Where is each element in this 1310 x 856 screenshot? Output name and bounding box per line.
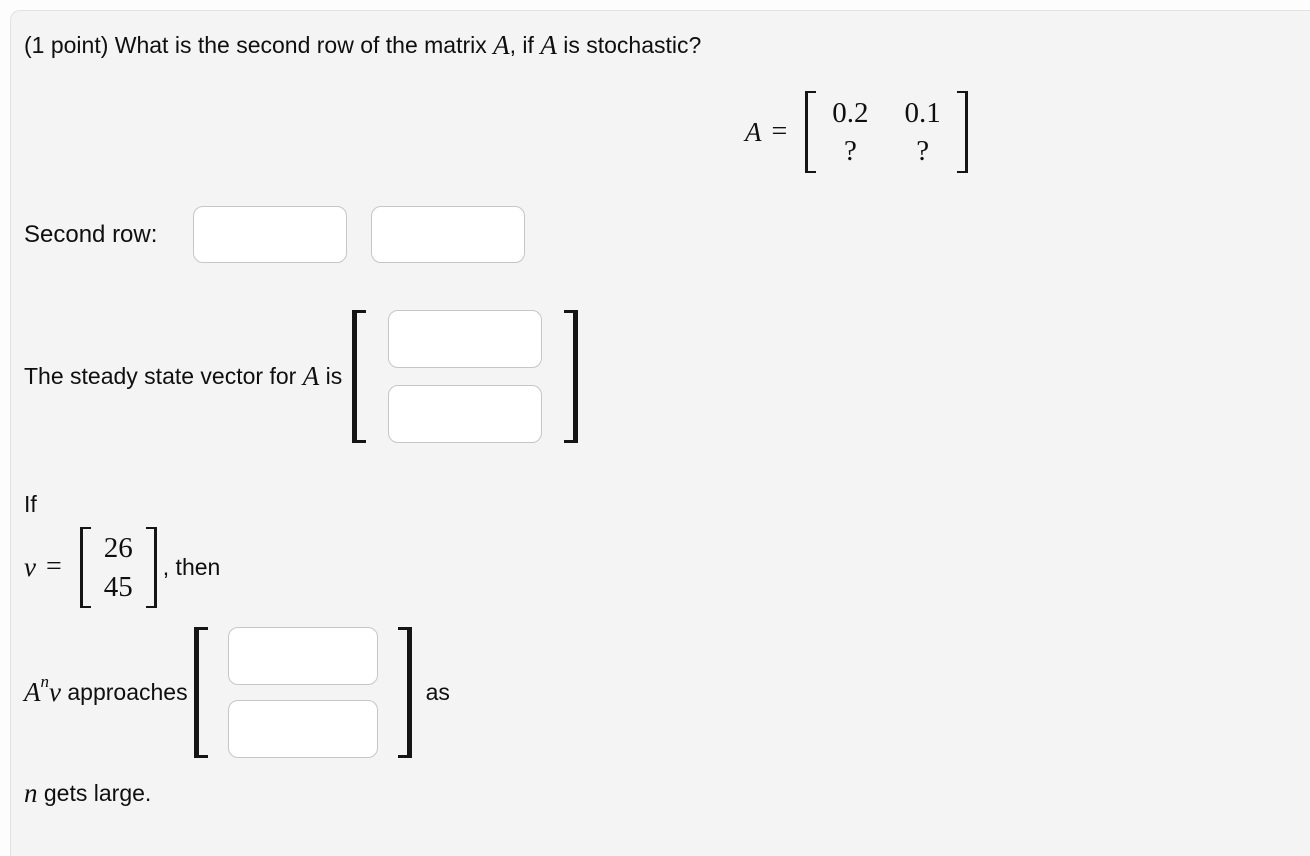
- v-entry-1: 26: [103, 531, 133, 564]
- left-bracket-icon: [805, 91, 817, 173]
- matrix-a-symbol: A: [745, 117, 762, 147]
- second-row-input-1[interactable]: [193, 206, 348, 263]
- steady-state-text-2: is: [319, 363, 343, 389]
- right-bracket-icon: [145, 526, 157, 608]
- math-symbol-n: n: [24, 778, 38, 808]
- math-symbol-v: v: [49, 677, 61, 707]
- right-bracket-icon: [397, 626, 412, 758]
- steady-state-input-1[interactable]: [388, 309, 543, 368]
- v-vector: 26 45: [79, 526, 157, 608]
- limit-vector: [193, 626, 412, 758]
- if-line: If: [24, 489, 37, 519]
- matrix-entry-r2c1: ?: [843, 135, 857, 167]
- gets-large-text: gets large.: [37, 780, 152, 806]
- limit-input-1[interactable]: [227, 626, 378, 685]
- math-symbol-A: A: [24, 677, 41, 707]
- second-row-inputs: [193, 206, 526, 263]
- left-bracket-icon: [352, 309, 367, 443]
- then-label: , then: [162, 554, 221, 580]
- limit-inputs: [208, 626, 398, 758]
- steady-state-text-1: The steady state vector for: [24, 363, 303, 389]
- steady-state-input-2[interactable]: [388, 384, 543, 443]
- as-label: as: [425, 679, 450, 705]
- steady-state-vector: [352, 309, 579, 443]
- statement-text-3: is stochastic?: [556, 32, 702, 58]
- math-symbol-A: A: [493, 30, 510, 60]
- second-row-section: Second row:: [24, 206, 526, 263]
- left-bracket-icon: [193, 626, 208, 758]
- v-definition: v = 26 45 , then: [24, 523, 220, 611]
- left-bracket-icon: [79, 526, 91, 608]
- matrix-entry-r2c2: ?: [916, 135, 930, 167]
- matrix-entry-r1c2: 0.1: [904, 97, 941, 129]
- problem-statement: (1 point) What is the second row of the …: [24, 30, 701, 60]
- statement-text-2: , if: [509, 32, 541, 58]
- matrix-a-entries: 0.2 0.1 ? ?: [816, 91, 957, 173]
- right-bracket-icon: [564, 309, 579, 443]
- approaches-label: approaches: [60, 679, 188, 705]
- equals-sign: =: [771, 116, 788, 147]
- equals-sign: =: [45, 551, 62, 582]
- v-vector-entries: 26 45: [91, 527, 146, 608]
- if-label: If: [24, 491, 37, 517]
- math-symbol-v: v: [24, 552, 36, 582]
- problem-panel: [10, 10, 1310, 856]
- second-row-label: Second row:: [24, 220, 158, 248]
- steady-state-inputs: [366, 309, 564, 443]
- matrix-a: 0.2 0.1 ? ?: [805, 91, 968, 173]
- matrix-a-equation: A = 0.2 0.1 ? ?: [745, 86, 968, 178]
- v-entry-2: 45: [103, 570, 133, 603]
- n-gets-large-line: n gets large.: [24, 778, 151, 808]
- limit-input-2[interactable]: [227, 699, 378, 758]
- matrix-entry-r1c1: 0.2: [832, 97, 869, 129]
- math-symbol-A: A: [540, 30, 557, 60]
- steady-state-section: The steady state vector for A is: [24, 292, 579, 460]
- right-bracket-icon: [956, 91, 968, 173]
- math-symbol-A: A: [302, 361, 320, 391]
- statement-text-1: (1 point) What is the second row of the …: [24, 32, 494, 58]
- second-row-input-2[interactable]: [371, 206, 526, 263]
